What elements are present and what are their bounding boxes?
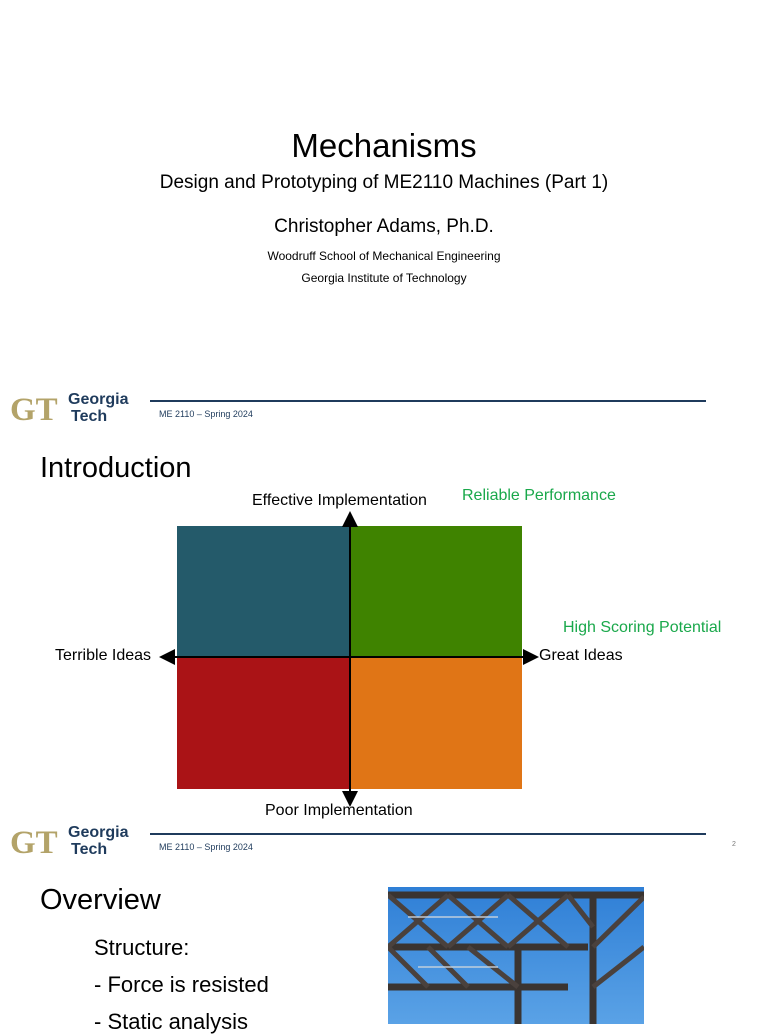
logo-word-tech: Tech — [71, 408, 107, 423]
structure-heading: Structure: — [94, 935, 190, 960]
truss-bridge-photo — [388, 887, 644, 1024]
reliable-performance-label: Reliable Performance — [462, 487, 616, 504]
high-scoring-potential-label: High Scoring Potential — [563, 619, 722, 636]
footer-rule — [150, 833, 706, 835]
author-name: Christopher Adams, Ph.D. — [274, 216, 494, 237]
footer-course: ME 2110 – Spring 2024 — [159, 842, 253, 852]
logo-word-georgia: Georgia — [68, 391, 129, 408]
quadrant-top-left — [177, 526, 350, 657]
footer-rule — [150, 400, 706, 402]
georgia-tech-logo: GT Georgia Tech — [10, 824, 129, 856]
axis-label-bottom: Poor Implementation — [265, 802, 413, 819]
quadrant-bottom-right — [350, 657, 522, 789]
svg-text:GT: GT — [10, 392, 58, 423]
introduction-title: Introduction — [40, 452, 192, 484]
footer-course: ME 2110 – Spring 2024 — [159, 409, 253, 419]
axis-label-right: Great Ideas — [539, 647, 623, 664]
svg-text:GT: GT — [10, 825, 58, 856]
page-number: 2 — [732, 841, 736, 848]
affiliation-institute: Georgia Institute of Technology — [301, 271, 467, 285]
slide-subtitle: Design and Prototyping of ME2110 Machine… — [159, 172, 609, 193]
title-slide: Mechanisms Design and Prototyping of ME2… — [0, 0, 768, 385]
logo-word-tech: Tech — [71, 841, 107, 856]
overview-title: Overview — [40, 884, 161, 916]
affiliation-school: Woodruff School of Mechanical Engineerin… — [267, 249, 501, 263]
logo-word-georgia: Georgia — [68, 824, 129, 841]
bullet-item: - Static analysis — [94, 1009, 249, 1034]
georgia-tech-logo: GT Georgia Tech — [10, 391, 129, 423]
quadrant-top-right — [350, 526, 522, 657]
bullet-item: - Force is resisted — [94, 972, 269, 997]
axis-label-left: Terrible Ideas — [55, 647, 152, 664]
slide-title: Mechanisms — [291, 127, 477, 164]
quadrant-bottom-left — [177, 657, 350, 789]
axis-label-top: Effective Implementation — [252, 492, 427, 509]
